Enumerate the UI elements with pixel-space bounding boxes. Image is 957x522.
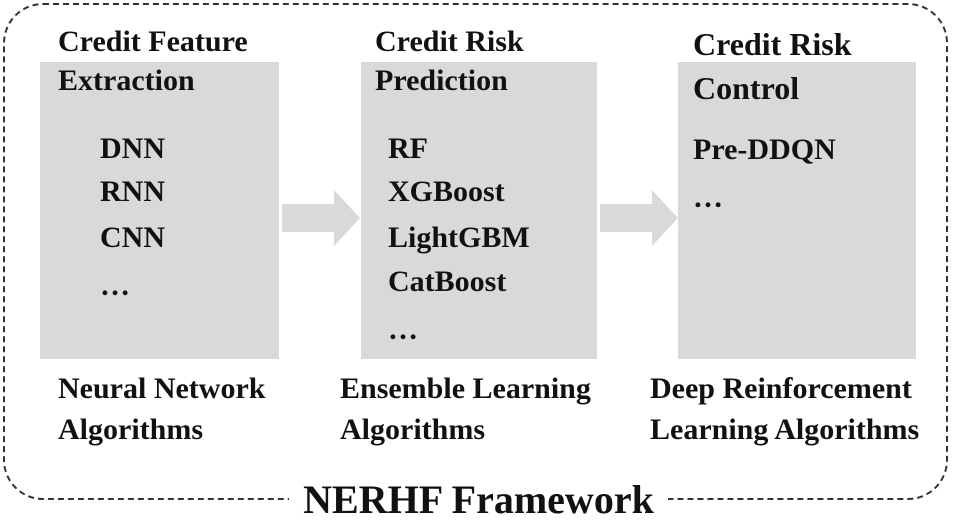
- stage-title-feature-extraction-line2: Extraction: [58, 64, 195, 97]
- stage-item-catboost: CatBoost: [388, 265, 507, 298]
- stage-title-risk-prediction-line1: Credit Risk: [375, 25, 524, 58]
- stage-title-feature-extraction-line1: Credit Feature: [58, 25, 248, 58]
- flow-arrow-icon: [600, 190, 678, 246]
- stage-caption-risk-control-line2: Learning Algorithms: [650, 413, 920, 446]
- stage-caption-risk-prediction-line2: Algorithms: [340, 413, 485, 446]
- stage-item-ellipsis: …: [388, 313, 418, 346]
- stage-box-risk-control: [678, 62, 916, 359]
- stage-box-feature-extraction: [40, 62, 279, 359]
- flow-arrow-icon: [282, 190, 360, 246]
- stage-caption-risk-control-line1: Deep Reinforcement: [650, 372, 912, 405]
- stage-caption-risk-prediction-line1: Ensemble Learning: [340, 372, 591, 405]
- stage-item-lightgbm: LightGBM: [388, 221, 530, 254]
- stage-item-xgboost: XGBoost: [388, 175, 505, 208]
- stage-item-dnn: DNN: [100, 132, 165, 165]
- stage-item-pre-ddqn: Pre-DDQN: [693, 133, 836, 166]
- stage-item-rf: RF: [388, 132, 428, 165]
- stage-item-ellipsis: …: [693, 181, 723, 214]
- stage-caption-feature-extraction-line1: Neural Network: [58, 372, 266, 405]
- stage-title-risk-prediction-line2: Prediction: [375, 64, 508, 97]
- stage-caption-feature-extraction-line2: Algorithms: [58, 413, 203, 446]
- stage-item-ellipsis: …: [100, 269, 130, 302]
- stage-item-cnn: CNN: [100, 221, 165, 254]
- stage-title-risk-control-line1: Credit Risk: [693, 26, 852, 62]
- stage-box-risk-prediction: [361, 62, 597, 359]
- stage-item-rnn: RNN: [100, 175, 165, 208]
- stage-title-risk-control-line2: Control: [693, 70, 800, 106]
